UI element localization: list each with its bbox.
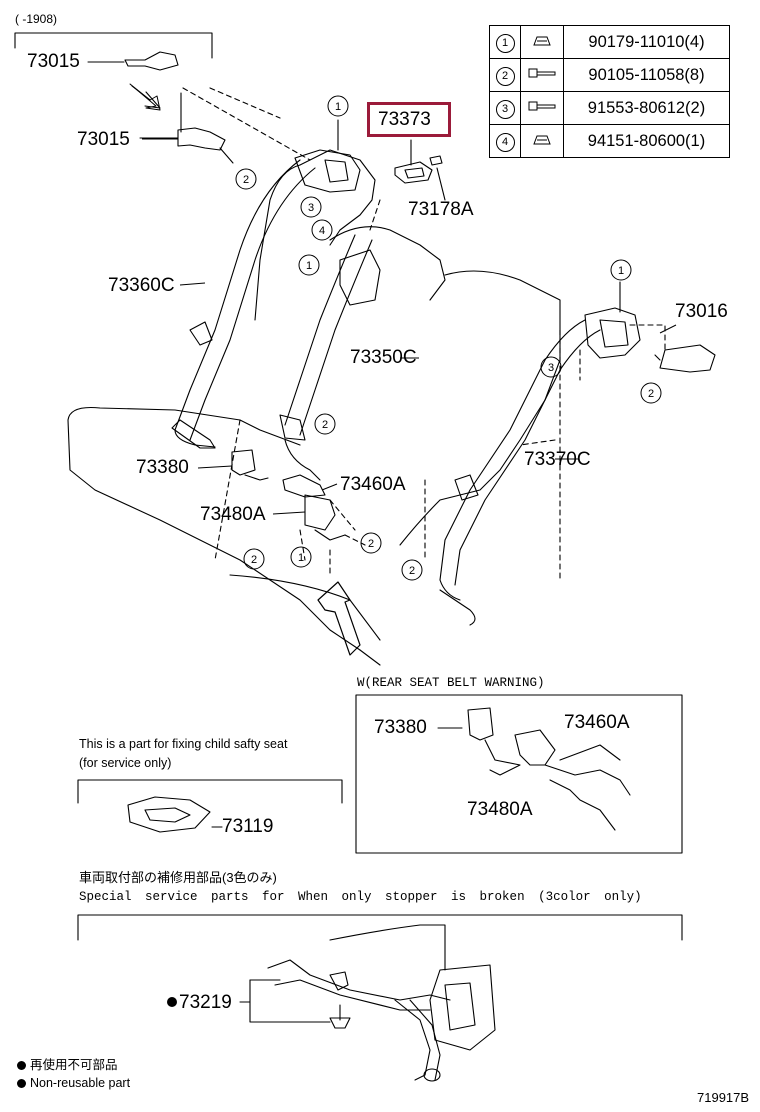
part-label-73370C[interactable]: 73370C <box>524 449 591 470</box>
legend-jp-text: 再使用不可部品 <box>30 1058 118 1072</box>
spec-part-number: 91553-80612(2) <box>563 91 730 125</box>
part-label-73219[interactable]: 73219 <box>179 992 232 1013</box>
spec-part-number: 94151-80600(1) <box>563 124 730 158</box>
part-label-73350C[interactable]: 73350C <box>350 347 417 368</box>
part-label-73119[interactable]: 73119 <box>222 816 274 837</box>
part-label-73016[interactable]: 73016 <box>675 301 728 322</box>
callout-1-c: 1 <box>298 552 304 564</box>
part-label-73380[interactable]: 73380 <box>136 457 189 478</box>
part-label-73460A[interactable]: 73460A <box>340 474 406 495</box>
callout-3-b: 3 <box>548 362 554 374</box>
part-label-73460A-warning[interactable]: 73460A <box>564 712 630 733</box>
production-date-note: ( -1908) <box>15 12 58 26</box>
fastener-spec-table: 1 90179-11010(4) 2 90105-11058(8) 3 9155… <box>489 25 730 158</box>
spec-row: 2 90105-11058(8) <box>489 58 730 92</box>
spec-row: 3 91553-80612(2) <box>489 91 730 125</box>
part-label-73178A[interactable]: 73178A <box>408 199 474 220</box>
child-seat-note-line2: (for service only) <box>79 756 172 770</box>
spec-ref-circle: 4 <box>495 132 515 152</box>
flange-bolt-icon <box>520 58 564 92</box>
spec-ref-circle: 3 <box>495 99 515 119</box>
callout-2-a: 2 <box>243 174 249 186</box>
callout-2-b: 2 <box>322 419 328 431</box>
part-label-73015[interactable]: 73015 <box>77 129 130 150</box>
legend-non-reusable-en: Non-reusable part <box>17 1076 130 1092</box>
callout-2-c: 2 <box>368 538 374 550</box>
callout-3-a: 3 <box>308 202 314 214</box>
callout-1-a: 1 <box>335 101 341 113</box>
non-reusable-dot-icon <box>17 1079 26 1089</box>
part-label-73373[interactable]: 73373 <box>378 109 431 130</box>
spec-part-number: 90105-11058(8) <box>563 58 730 92</box>
callout-2-e: 2 <box>648 388 654 400</box>
child-seat-note-line1: This is a part for fixing child safty se… <box>79 737 288 751</box>
part-label-73480A-warning[interactable]: 73480A <box>467 799 533 820</box>
spec-ref-circle: 2 <box>495 66 515 86</box>
callout-1-b: 1 <box>306 260 312 272</box>
callout-2-f: 2 <box>409 565 415 577</box>
spec-ref-circle: 1 <box>495 33 515 53</box>
flange-bolt-icon <box>520 91 564 125</box>
callout-4-a: 4 <box>319 225 325 237</box>
non-reusable-dot-icon <box>17 1061 26 1071</box>
callout-1-d: 1 <box>618 265 624 277</box>
part-label-73360C[interactable]: 73360C <box>108 275 175 296</box>
callout-2-d: 2 <box>251 554 257 566</box>
flange-nut-icon <box>520 124 564 158</box>
part-label-73480A[interactable]: 73480A <box>200 504 266 525</box>
legend-non-reusable-jp: 再使用不可部品 <box>17 1058 118 1074</box>
special-service-note-en: Special service parts for When only stop… <box>79 890 642 904</box>
flange-nut-icon <box>520 25 564 59</box>
special-service-note-jp: 車両取付部の補修用部品(3色のみ) <box>79 870 277 885</box>
part-label-73015-top[interactable]: 73015 <box>27 51 80 72</box>
figure-id: 719917B <box>697 1090 750 1105</box>
warning-box-title: W(REAR SEAT BELT WARNING) <box>357 676 545 690</box>
legend-en-text: Non-reusable part <box>30 1076 131 1090</box>
spec-part-number: 90179-11010(4) <box>563 25 730 59</box>
part-label-73380-warning[interactable]: 73380 <box>374 717 427 738</box>
spec-row: 4 94151-80600(1) <box>489 124 730 158</box>
highlighted-part-frame <box>367 102 451 137</box>
spec-row: 1 90179-11010(4) <box>489 25 730 59</box>
